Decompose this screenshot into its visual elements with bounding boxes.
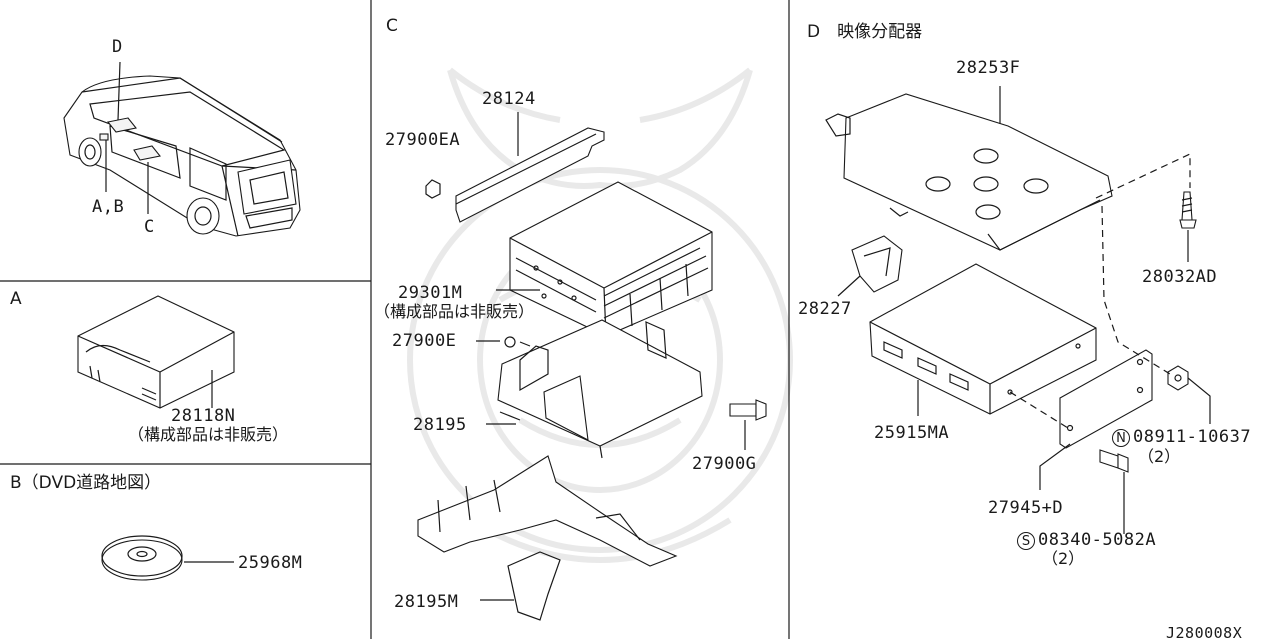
clip-28227 [837,235,903,297]
part-08911-10637-qty: （2） [1138,447,1181,466]
section-c-header: C [386,16,398,36]
plate-28253F [825,86,1113,251]
part-28118N-note: （構成部品は非販売） [128,425,289,444]
part-27945D: 27945+D [988,498,1064,518]
section-b-header: B（DVD道路地図） [10,473,162,493]
assembly-dashed-lines [1009,153,1191,429]
bracket-28124 [425,112,605,223]
bracket-27945D [1039,349,1153,490]
s-symbol-icon: S [1017,532,1035,550]
section-a-header: A [10,289,22,309]
n-symbol-icon: N [1112,429,1130,447]
part-28227: 28227 [798,299,852,319]
bolt-08340-5082A [1099,449,1129,534]
vehicle-callout-ab: A,B [92,197,125,217]
vehicle-callout-d: D [112,37,123,57]
part-25968M: 25968M [238,553,303,573]
distributor-25915MA [869,263,1097,416]
dvd-player-29301M [496,181,713,337]
part-29301M-note: （構成部品は非販売） [374,302,535,321]
part-08911-10637-number: 08911-10637 [1133,427,1252,447]
part-29301M: 29301M [398,283,463,303]
dvd-disc-25968M [101,535,234,581]
part-27900G: 27900G [692,454,757,474]
part-28124: 28124 [482,89,536,109]
part-28253F: 28253F [956,58,1021,78]
diagram-id: J280008X [1166,624,1243,642]
part-28032AD: 28032AD [1142,267,1218,287]
bracket-28195 [476,319,703,459]
part-28195: 28195 [413,415,467,435]
part-27900E: 27900E [392,331,457,351]
nut-08911-10637 [1167,365,1211,424]
part-08340-5082A-number: 08340-5082A [1038,530,1157,550]
part-25915MA: 25915MA [874,423,950,443]
part-08340-5082A-qty: （2） [1042,549,1085,568]
part-28118N: 28118N [171,406,236,426]
bolt-27900G [729,399,767,450]
part-27900EA: 27900EA [385,130,461,150]
panel-dividers [0,0,790,639]
bracket-28195M [417,455,678,621]
vehicle-callout-c: C [144,217,155,237]
section-d-header: D 映像分配器 [807,22,923,42]
screw-28032AD [1179,191,1197,262]
part-28195M: 28195M [394,592,459,612]
nav-unit-28118N [77,295,235,409]
vehicle-illustration [63,61,301,237]
